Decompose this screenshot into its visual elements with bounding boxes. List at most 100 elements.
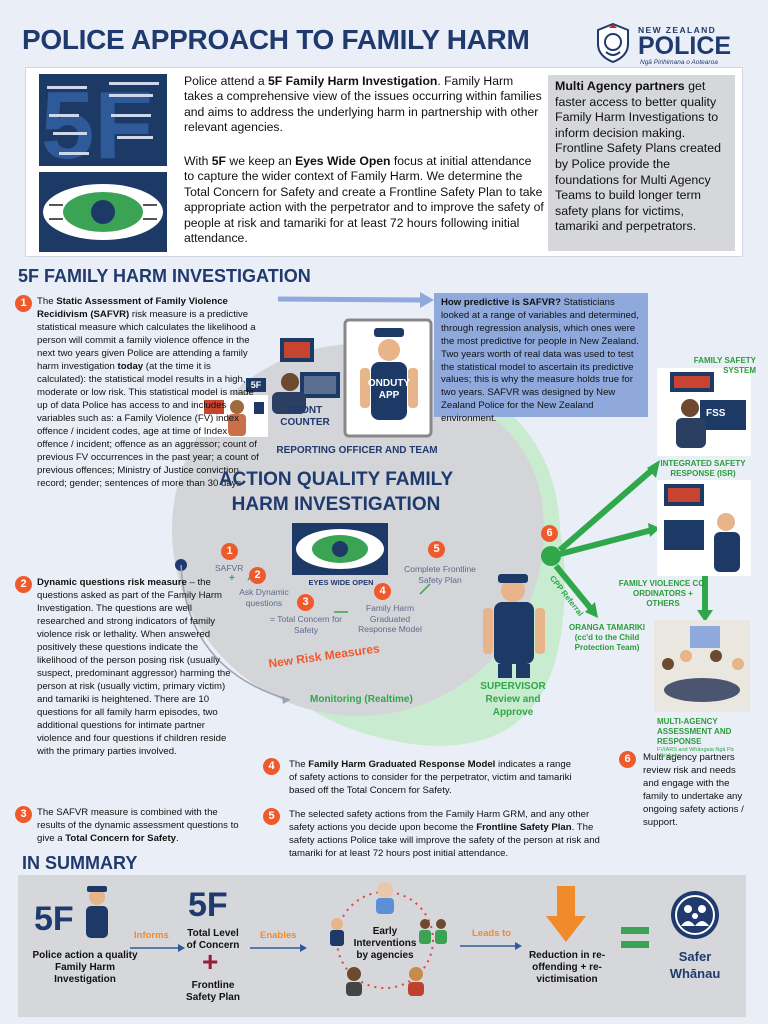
s3-c: . <box>175 833 179 844</box>
intro-p2-a: With <box>184 154 212 168</box>
diagram-dynamic-questions: Ask Dynamic questions <box>239 587 289 608</box>
summary-early-interventions: Early Interventions by agencies <box>353 926 417 961</box>
supervisor-label: SUPERVISOR Review and Approve <box>475 680 551 719</box>
reduction-down-arrow <box>546 886 586 942</box>
s5-b: Frontline Safety Plan <box>476 822 572 833</box>
summary-total-concern: Total Level of Concern <box>186 928 240 951</box>
section-5f-title: 5F FAMILY HARM INVESTIGATION <box>18 266 311 286</box>
police-crest-icon <box>597 22 629 64</box>
reporting-officer-label: REPORTING OFFICER AND TEAM <box>276 445 438 456</box>
arrow-to-isr <box>559 527 653 557</box>
summary-police-officer-icon <box>86 886 108 938</box>
oranga-sub: (cc'd to the Child Protection Team) <box>574 633 640 652</box>
isr-label: INTEGRATED SAFETY RESPONSE (ISR) <box>660 459 746 478</box>
intro-p2-c: we keep an <box>226 154 296 168</box>
intro-p1-rest: . Family Harm takes a comprehensive view… <box>184 74 542 135</box>
logo-tagline: Ngā Pirihimana o Aotearoa <box>640 59 718 66</box>
predictive-box: How predictive is SAFVR? Statisticians l… <box>434 293 648 424</box>
s1-c: risk measure is a predictive statistical… <box>37 309 256 372</box>
node-6-dot <box>541 546 561 566</box>
intro-p2-b2: Eyes Wide Open <box>295 154 391 168</box>
isr-illustration <box>657 480 751 576</box>
logo-country: NEW ZEALAND <box>638 25 717 35</box>
monitoring-label: Monitoring (Realtime) <box>310 694 413 705</box>
diagram-total-concern: = Total Concern for Safety <box>270 614 342 635</box>
multi-agency-text: get faster access to better quality Fami… <box>555 79 721 234</box>
s1-e: (at the time it is calculated): the stat… <box>37 361 259 489</box>
front-counter-label: FRONT COUNTER <box>280 405 330 428</box>
supervisor-review: Review and Approve <box>485 694 541 718</box>
step-1-text: The Static Assessment of Family Violence… <box>37 295 259 490</box>
diagram-step-6: 6 <box>541 525 558 542</box>
diagram-grm: Family Harm Graduated Response Model <box>358 603 422 634</box>
s2-b: – the questions asked as part of the Fam… <box>37 577 231 757</box>
step-4-text: The Family Harm Graduated Response Model… <box>289 758 579 797</box>
intro-p1-bold: 5F Family Harm Investigation <box>268 74 438 88</box>
monitoring-arrowhead <box>282 696 290 704</box>
enables-label: Enables <box>260 930 297 941</box>
s3-a: The SAFVR measure is combined with the r… <box>37 807 239 844</box>
onduty-app-label: ONDUTY APP <box>367 378 411 401</box>
monitoring-arc-line <box>180 564 291 701</box>
predictive-text: Statisticians looked at a range of varia… <box>441 297 639 425</box>
diagram-plus: + <box>229 573 235 584</box>
multi-agency-box: Multi Agency partners get faster access … <box>548 75 735 251</box>
step-6-badge: 6 <box>619 751 636 768</box>
summary-reduction: Reduction in re-offending + re-victimisa… <box>528 950 606 985</box>
mar-illustration <box>654 620 750 712</box>
diagram-safvr: SAFVR <box>215 563 244 573</box>
mar-sub-label: FVIARS and Whāngaia Ngā Pā Harakeke <box>657 747 734 759</box>
s1-b: Static Assessment of Family Violence Rec… <box>37 296 228 320</box>
s1-d: today <box>117 361 144 372</box>
s2-a: Dynamic questions risk measure <box>37 577 187 588</box>
eyes-wide-open-icon <box>292 523 388 575</box>
eye-diagram-image <box>39 172 167 252</box>
s3-b: Total Concern for Safety <box>65 833 176 844</box>
s1-a: The <box>37 296 57 307</box>
front-counter-illustration <box>198 338 340 437</box>
fss-illustration <box>657 368 751 456</box>
step-5-text: The selected safety actions from the Fam… <box>289 808 607 860</box>
summary-safer-whanau: Safer Whānau <box>669 949 721 981</box>
onduty-app-illustration <box>343 318 433 438</box>
s4-b: Family Harm Graduated Response Model <box>308 759 496 770</box>
s4-c: indicates a range of safety actions to c… <box>289 759 572 796</box>
s5-c: . The safety actions Police take will im… <box>289 822 600 859</box>
intro-p2-d: focus at initial attendance to capture t… <box>184 154 544 246</box>
intro-p2-b1: 5F <box>211 154 226 168</box>
action-quality-title: ACTION QUALITY FAMILY HARM INVESTIGATION <box>218 469 454 515</box>
safvr-arrowhead <box>420 292 434 308</box>
front-counter-5f-sign: 5F <box>246 378 266 392</box>
eyes-wide-open-label: EYES WIDE OPEN <box>308 578 374 587</box>
s4-a: The <box>289 759 309 770</box>
arrow-to-oranga <box>553 564 595 612</box>
police-logo: NEW ZEALAND POLICE Ngā Pirihimana o Aote… <box>594 20 744 66</box>
intro-paragraph-1: Police attend a 5F Family Harm Investiga… <box>184 74 544 136</box>
diagram-step-3: 3 <box>297 594 314 611</box>
diagram-step-1: 1 <box>221 543 238 560</box>
summary-frontline-plan: Frontline Safety Plan <box>186 980 240 1003</box>
safvr-arrow <box>277 296 421 303</box>
step-1-badge: 1 <box>15 295 32 312</box>
agency-people-icons <box>330 882 447 996</box>
s5-a: The selected safety actions from the Fam… <box>289 809 590 833</box>
page-title: POLICE APPROACH TO FAMILY HARM <box>22 24 530 55</box>
step-6-text: Multi agency partners review risk and ne… <box>643 752 744 828</box>
supervisor-title: SUPERVISOR <box>480 681 546 692</box>
summary-plus: + <box>202 946 219 977</box>
summary-title: IN SUMMARY <box>22 853 138 873</box>
fss-screen-text: FSS <box>706 408 726 419</box>
5f-wordcloud-image: 5F <box>39 74 167 166</box>
step-4-badge: 4 <box>263 758 280 775</box>
fss-label: FAMILY SAFETY SYSTEM <box>693 356 756 375</box>
logo-name: POLICE <box>638 32 732 60</box>
intro-p1-lead: Police attend a <box>184 74 269 88</box>
arrow-to-fss <box>558 467 654 553</box>
mar-label: MULTI-AGENCY ASSESSMENT AND RESPONSE <box>657 717 732 746</box>
step-2-badge: 2 <box>15 576 32 593</box>
fvc-label: FAMILY VIOLENCE CO-ORDINATORS + OTHERS <box>618 579 708 608</box>
summary-item-1: Police action a quality Family Harm Inve… <box>32 950 138 985</box>
intro-paragraph-2: With 5F we keep an Eyes Wide Open focus … <box>184 154 544 246</box>
